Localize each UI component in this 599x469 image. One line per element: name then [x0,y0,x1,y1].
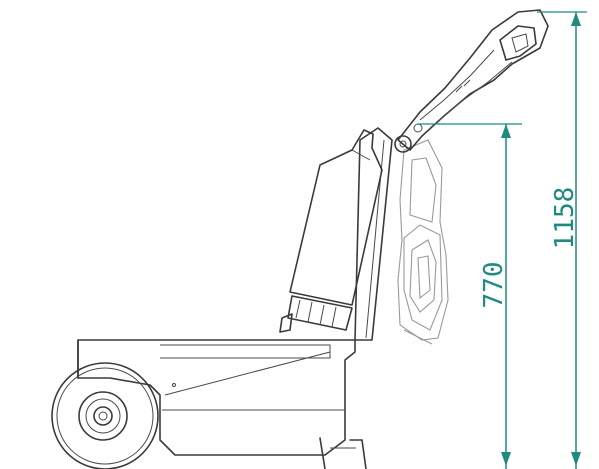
rear-caster [319,437,367,469]
dimension-overall-height: 1158 [537,11,587,469]
handle-raised [394,9,549,153]
battery-cylinder [279,129,383,333]
dimension-handle-pivot-height: 770 [418,123,522,469]
chassis [77,339,356,456]
handle-lowered-ghost [397,139,449,345]
mast [354,127,393,341]
handle-pivot-height-label: 770 [479,262,509,309]
front-wheel [51,362,159,469]
overall-height-label: 1158 [550,187,580,250]
